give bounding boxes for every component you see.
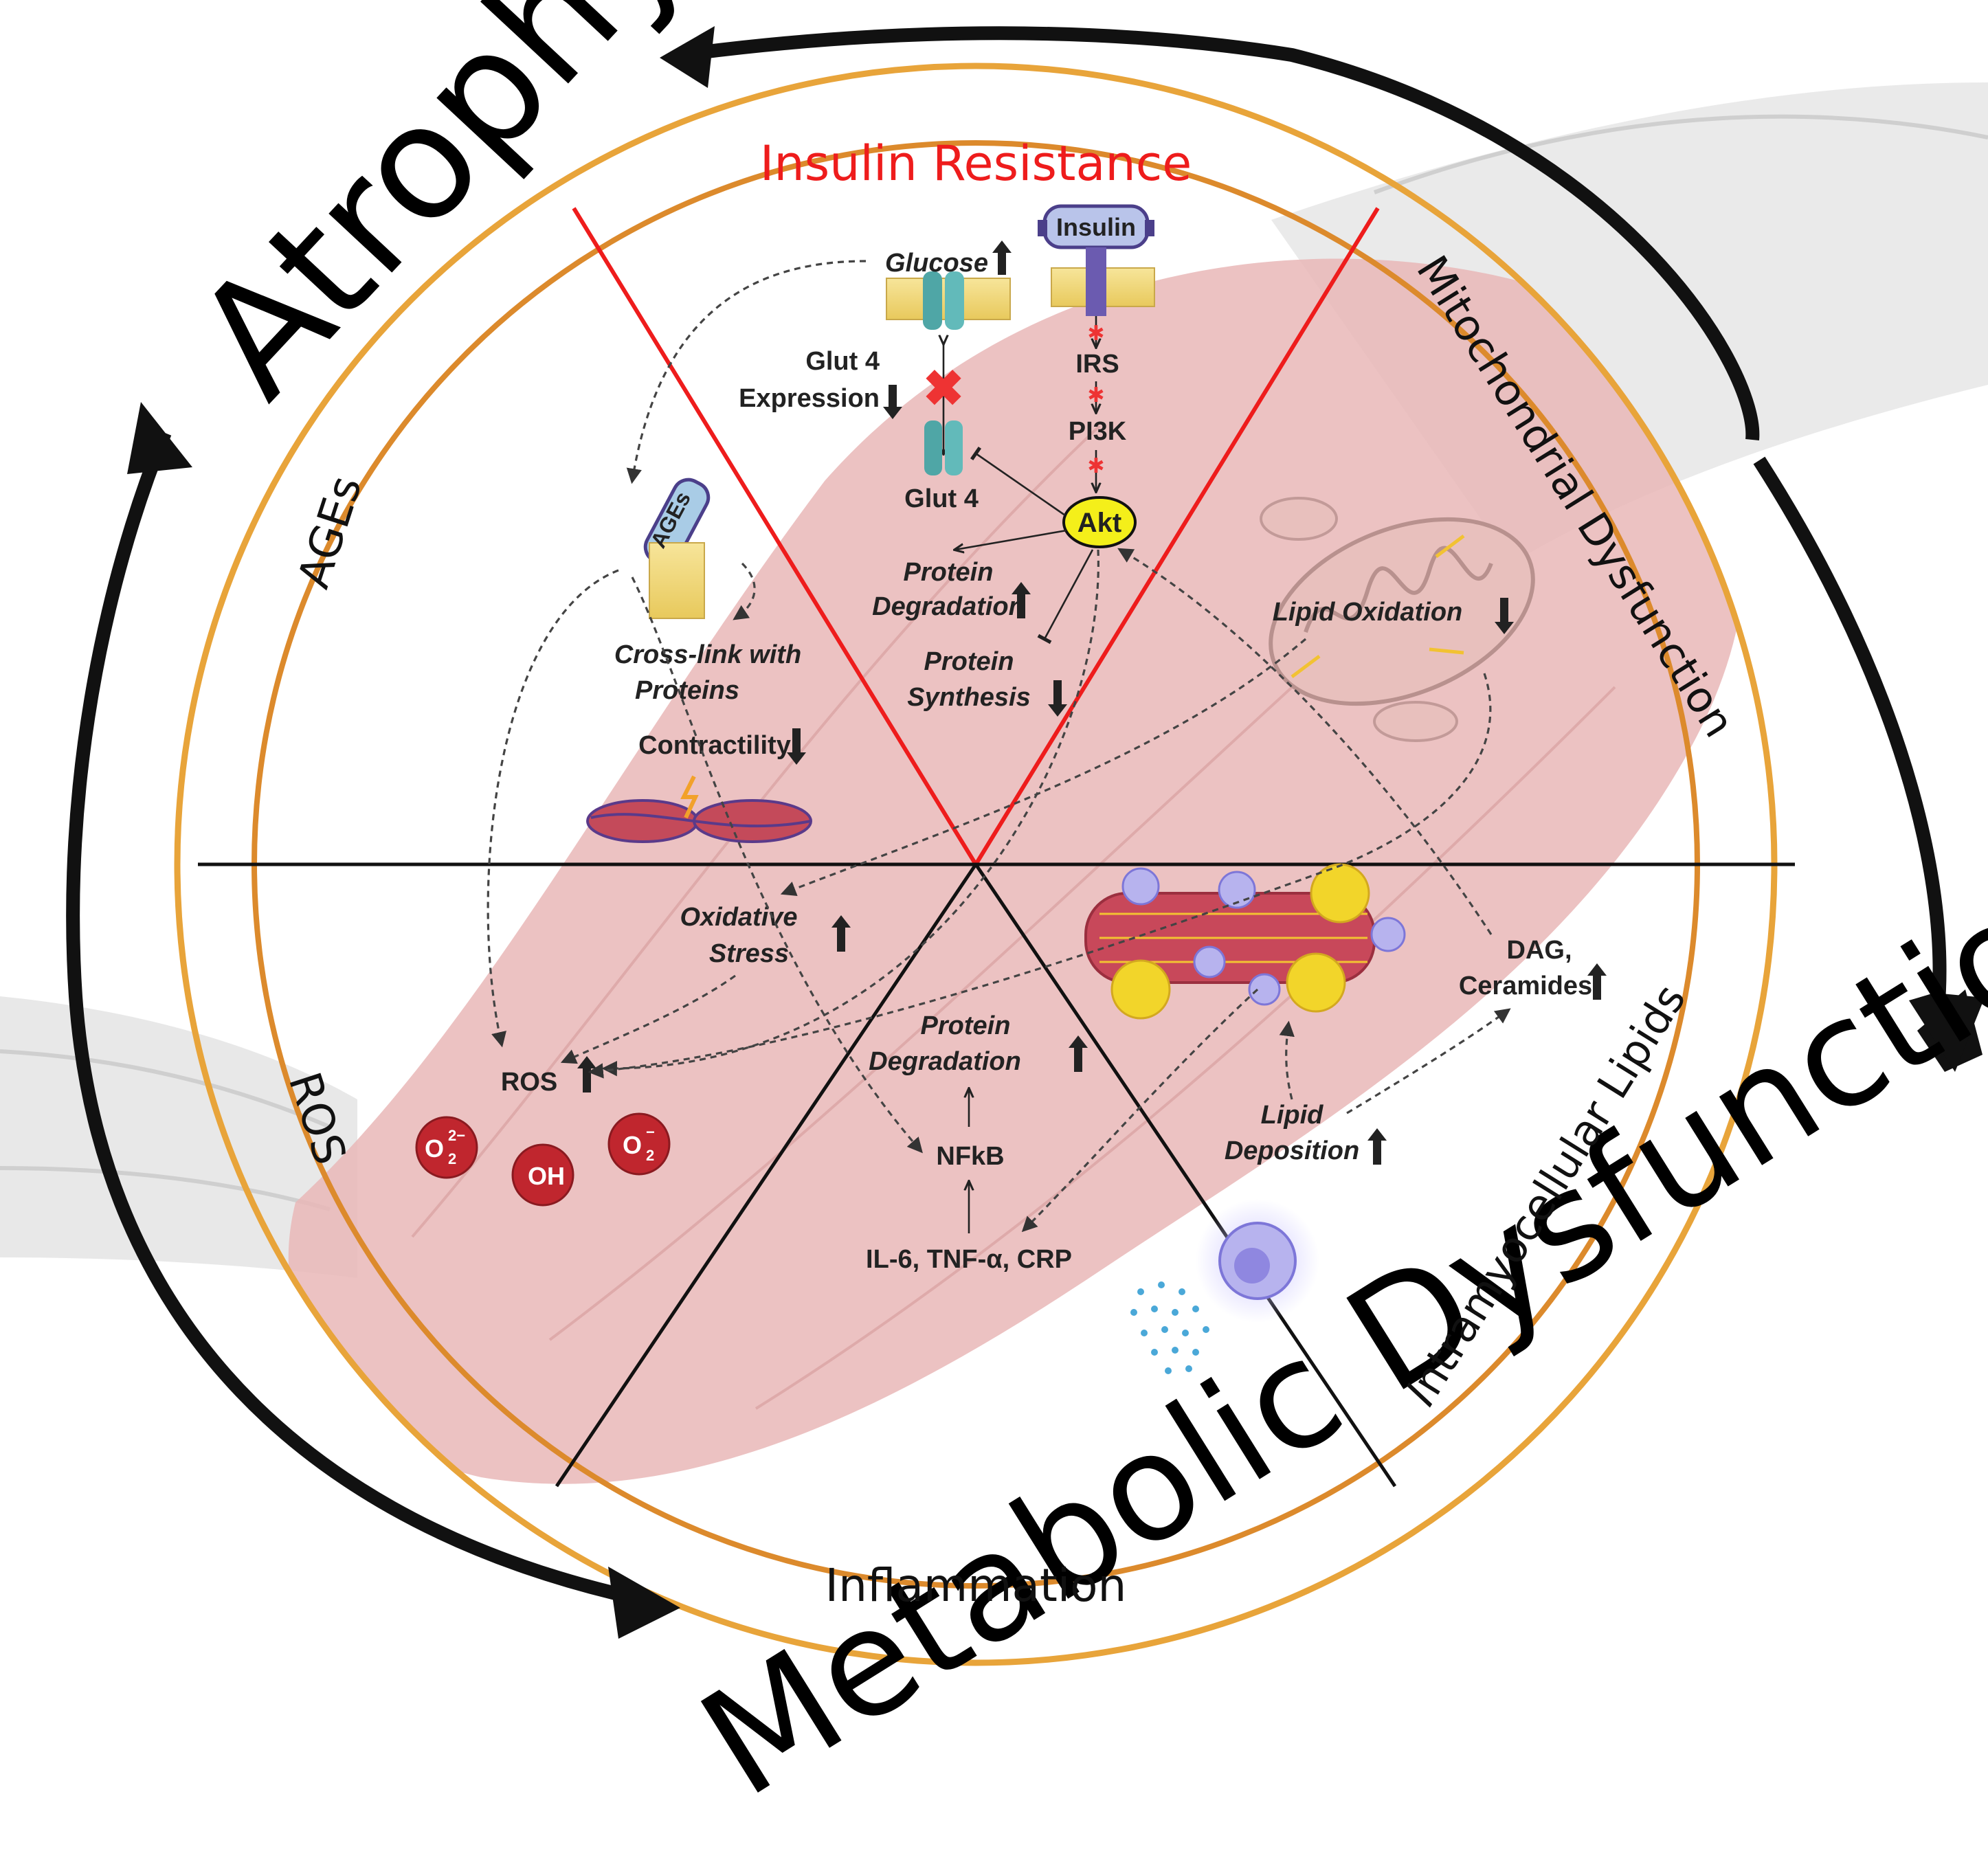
sector-title-ages: AGEs <box>289 470 372 594</box>
akt-block-mark: ✱ <box>1087 455 1104 478</box>
nfkb-label: NFkB <box>936 1142 1004 1171</box>
glut4-transporter <box>924 421 963 475</box>
akt-node <box>1062 496 1137 548</box>
lipid-oxidation-label: Lipid Oxidation <box>1273 598 1463 627</box>
protein-degradation-label-2: Degradation <box>872 592 1025 621</box>
cytokines-label: IL-6, TNF-α, CRP <box>866 1245 1072 1274</box>
myofibril-illustration <box>586 775 812 843</box>
crosslink-label-1: Cross-link with <box>614 640 801 669</box>
cycle-arrows <box>66 26 1985 1639</box>
lipid-laden-fibers <box>1084 863 1406 1020</box>
akt-label: Akt <box>1077 508 1121 538</box>
glut4-expression-label-2: Expression <box>739 384 880 413</box>
protein-degradation-up-arrow <box>1012 582 1031 618</box>
lipid-deposition-label-2: Deposition <box>1225 1136 1359 1165</box>
radical-superoxide-1-sup: 2− <box>448 1127 465 1144</box>
dag-label-2: Ceramides <box>1459 972 1592 1000</box>
glut4-membrane <box>886 271 1011 330</box>
radical-hydroxyl <box>511 1143 574 1207</box>
glut4-expression-down-arrow <box>883 385 902 419</box>
protein-synthesis-down-arrow <box>1048 680 1067 717</box>
oxidative-stress-label-2: Stress <box>709 939 789 968</box>
contractility-down-arrow <box>787 728 806 765</box>
lipid-deposition-up-arrow <box>1367 1128 1387 1165</box>
radical-superoxide-2-sup: − <box>646 1123 655 1141</box>
glut4-block-cross: ✖ <box>923 361 964 416</box>
sector-title-insulin-resistance: Insulin Resistance <box>760 135 1192 192</box>
pi3k-block-mark: ✱ <box>1087 384 1104 407</box>
radical-superoxide-1 <box>415 1116 478 1179</box>
oxidative-stress-up-arrow <box>831 915 851 952</box>
protein-synthesis-label-1: Protein <box>924 647 1014 676</box>
irs-label: IRS <box>1075 350 1119 379</box>
lipid-oxidation-down-arrow <box>1495 598 1514 634</box>
oxidative-stress-label-1: Oxidative <box>680 903 797 932</box>
ages-receptor <box>643 478 711 619</box>
insulin-receptor <box>1038 204 1155 316</box>
glucose-label: Glucose <box>885 249 988 278</box>
inflammation-protein-degradation-up-arrow <box>1069 1035 1088 1072</box>
protein-synthesis-label-2: Synthesis <box>907 683 1031 712</box>
cytokine-dots <box>1130 1281 1209 1374</box>
insulin-label: Insulin <box>1056 213 1136 241</box>
contractility-label: Contractility <box>638 731 791 760</box>
dashed-connectors <box>487 260 1511 1233</box>
inflammation-protein-degradation-label-2: Degradation <box>869 1047 1021 1076</box>
mitochondrion <box>1260 497 1535 742</box>
pi3k-label: PI3K <box>1069 417 1127 446</box>
atrophy-label: Atrophy <box>161 0 718 432</box>
dag-label-1: DAG, <box>1507 936 1572 965</box>
radical-superoxide-1-sub: 2 <box>448 1150 456 1167</box>
radical-superoxide-2-label: O <box>623 1131 642 1159</box>
crosslink-label-2: Proteins <box>635 676 739 705</box>
protein-degradation-label-1: Protein <box>904 558 994 587</box>
radical-superoxide-2-sub: 2 <box>646 1147 654 1164</box>
radical-hydroxyl-label: OH <box>528 1162 565 1190</box>
inflammation-protein-degradation-label-1: Protein <box>921 1011 1011 1040</box>
irs-block-mark: ✱ <box>1087 322 1104 345</box>
ros-label: ROS <box>501 1068 557 1097</box>
dag-up-arrow <box>1587 963 1607 1000</box>
sector-title-inflammation: Inflammation <box>825 1559 1127 1612</box>
sector-dividers <box>198 207 1795 1488</box>
radical-superoxide-2 <box>607 1112 671 1176</box>
radical-superoxide-1-label: O <box>425 1134 444 1163</box>
glucose-up-arrow <box>992 240 1012 275</box>
immune-cell <box>1196 1199 1319 1323</box>
lipid-deposition-label-1: Lipid <box>1261 1101 1324 1130</box>
glut4-label: Glut 4 <box>904 484 979 513</box>
glut4-expression-label-1: Glut 4 <box>805 347 880 376</box>
